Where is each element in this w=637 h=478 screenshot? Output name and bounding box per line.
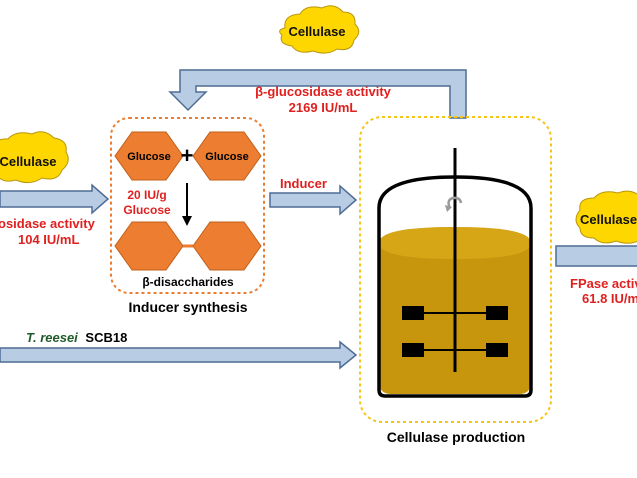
feedback-label-line2: 2169 IU/mL — [289, 100, 358, 115]
output-arrow-right — [555, 245, 637, 267]
glucose-hexagon-right — [192, 131, 262, 181]
enzyme-load-line2: Glucose — [123, 203, 171, 217]
inducer-label: Inducer — [280, 176, 327, 191]
disaccharide-hexagon-right — [192, 221, 262, 271]
reactor-caption: Cellulase production — [387, 429, 525, 445]
strain-label: T. reesei SCB18 — [26, 330, 127, 345]
inducer-arrow — [269, 184, 358, 216]
reactor-box — [359, 116, 552, 423]
rotation-icon — [445, 196, 463, 212]
disaccharide-hexagon-left — [114, 221, 184, 271]
glucose-left-label: Glucose — [127, 151, 170, 163]
impeller-lower — [402, 343, 508, 357]
conversion-arrow-head — [182, 216, 192, 226]
left-label-line2: 104 IU/mL — [18, 232, 79, 247]
input-arrow-left — [0, 183, 110, 215]
strain-species: T. reesei — [26, 330, 78, 345]
strain-code: SCB18 — [85, 330, 127, 345]
cloud-top-label: Cellulase — [288, 24, 345, 39]
right-label-line1: FPase activ — [570, 276, 637, 291]
glucose-hexagon-left — [114, 131, 184, 181]
enzyme-load-line1: 20 IU/g — [127, 188, 166, 202]
impeller-upper — [402, 306, 508, 320]
strain-arrow — [0, 340, 358, 370]
cloud-right-label: Cellulase — [580, 212, 637, 227]
glucose-right-label: Glucose — [205, 151, 248, 163]
cloud-left-label: Cellulase — [0, 154, 57, 169]
feedback-arrow — [168, 69, 467, 119]
right-label-line2: 61.8 IU/m — [582, 291, 637, 306]
product-label: β-disaccharides — [142, 275, 234, 289]
feedback-label-line1: β-glucosidase activity — [255, 84, 392, 99]
cloud-left: Cellulase — [0, 131, 69, 184]
inducer-box-caption: Inducer synthesis — [128, 299, 247, 315]
left-label-line1: osidase activity — [0, 216, 96, 231]
cloud-right: Cellulase — [575, 190, 637, 244]
plus-sign: + — [181, 143, 194, 168]
cloud-top: Cellulase — [279, 5, 360, 54]
